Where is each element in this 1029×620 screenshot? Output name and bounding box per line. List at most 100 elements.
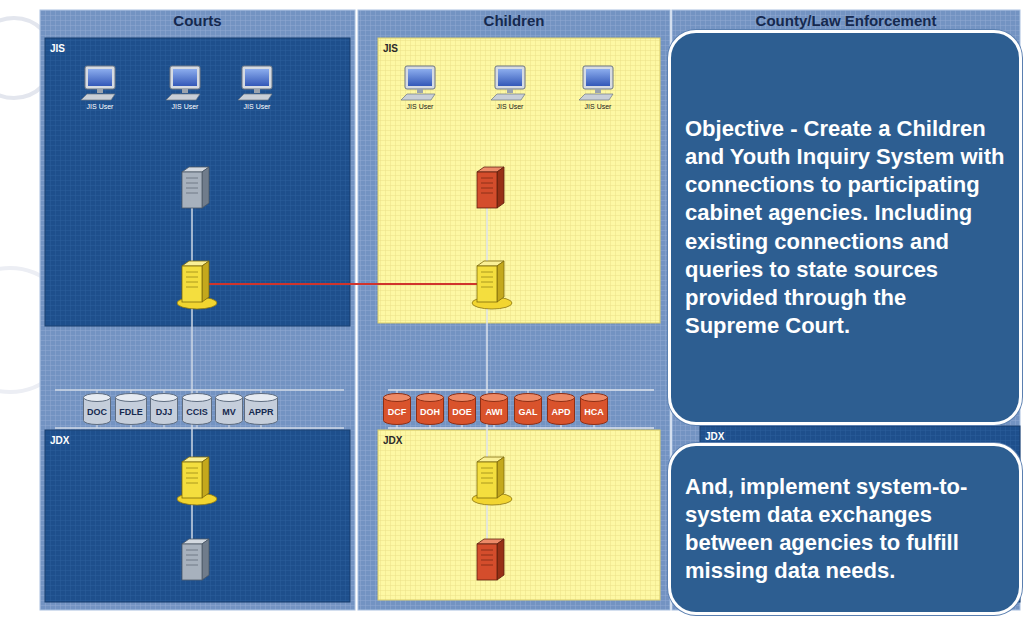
database-cylinder: DOH (416, 393, 444, 425)
server-front (477, 172, 497, 208)
user-label: JIS User (172, 103, 199, 111)
column-fill (358, 10, 670, 610)
cylinder-top (515, 394, 542, 402)
server-bay (481, 287, 493, 288)
server-bay (186, 473, 198, 474)
server-bay (481, 550, 493, 551)
cylinder-top (417, 394, 444, 402)
server-bay (481, 560, 493, 561)
database-label: DOC (87, 407, 107, 417)
computer-icon (166, 66, 200, 100)
server-front (477, 266, 497, 302)
database-label: CCIS (186, 407, 208, 417)
panel-fill (378, 430, 660, 600)
database-cylinder: GAL (514, 393, 542, 425)
server-bay (481, 468, 493, 469)
panel-label: JDX (50, 435, 69, 447)
server-bay (481, 282, 493, 283)
server-bay (186, 560, 198, 561)
user-label: JIS User (585, 103, 612, 111)
monitor-stand (254, 89, 260, 93)
user-label: JIS User (407, 103, 434, 111)
bus-line (55, 427, 344, 429)
server-bay (186, 282, 198, 283)
system-panel: JDX (45, 430, 350, 602)
callout-text: And, implement system-to-system data exc… (685, 473, 1005, 586)
cylinder-top (84, 394, 111, 402)
panel-label: JDX (705, 431, 724, 443)
monitor-frame (170, 66, 200, 89)
monitor-screen (245, 69, 269, 86)
server-side (202, 167, 209, 208)
cylinder-top (216, 394, 243, 402)
bus-line (388, 389, 654, 391)
panel-fill (45, 38, 350, 326)
server-icon (472, 261, 512, 309)
server-bay (481, 188, 493, 189)
server-front (182, 172, 202, 208)
database-cylinder: APD (547, 393, 575, 425)
monitor-screen (586, 69, 610, 86)
database-label: DCF (388, 407, 407, 417)
server-bay (186, 277, 198, 278)
keyboard (238, 94, 272, 100)
server-bay (481, 483, 493, 484)
keyboard (491, 94, 525, 100)
server-bay (481, 277, 493, 278)
database-label: DOH (420, 407, 440, 417)
server-side (497, 539, 504, 580)
server-bay (481, 478, 493, 479)
server-bay (186, 193, 198, 194)
column-heading: Courts (173, 12, 221, 29)
column-heading: County/Law Enforcement (756, 12, 937, 29)
cylinder-top (581, 394, 608, 402)
user-label: JIS User (87, 103, 114, 111)
bus-line (388, 427, 654, 429)
link-line (209, 283, 477, 285)
computer-icon (81, 66, 115, 100)
monitor-frame (405, 66, 435, 89)
cylinder-top (449, 394, 476, 402)
server-icon (177, 261, 217, 309)
database-cylinder: DOC (83, 393, 111, 425)
server-bay (481, 272, 493, 273)
server-bay (481, 193, 493, 194)
server-side (202, 261, 209, 302)
database-cylinder: HCA (580, 393, 608, 425)
server-front (182, 266, 202, 302)
server-icon (477, 539, 504, 580)
server-front (477, 544, 497, 580)
monitor-frame (495, 66, 525, 89)
monitor-screen (88, 69, 112, 86)
keyboard (579, 94, 613, 100)
column-band: ChildrenJISJIS UserJIS UserJIS UserDCFDO… (358, 10, 670, 610)
database-label: AWI (486, 407, 503, 417)
database-label: GAL (519, 407, 538, 417)
server-bay (186, 565, 198, 566)
database-label: DOE (452, 407, 472, 417)
database-cylinder: DCF (383, 393, 411, 425)
server-front (182, 462, 202, 498)
server-icon (477, 167, 504, 208)
cylinder-top (384, 394, 411, 402)
database-label: MV (222, 407, 236, 417)
database-cylinder: FDLE (115, 393, 147, 425)
server-icon (182, 539, 209, 580)
panel-label: JIS (50, 43, 65, 55)
server-bay (481, 565, 493, 566)
cylinder-top (151, 394, 178, 402)
server-icon (472, 457, 512, 505)
server-bay (481, 473, 493, 474)
callout-bubble: Objective - Create a Children and Youth … (668, 30, 1022, 425)
monitor-stand (595, 89, 601, 93)
panel-label: JDX (383, 435, 402, 447)
server-icon (177, 457, 217, 505)
server-bay (186, 178, 198, 179)
monitor-frame (583, 66, 613, 89)
database-label: DJJ (156, 407, 173, 417)
database-label: FDLE (119, 407, 143, 417)
server-bay (186, 550, 198, 551)
server-bay (481, 555, 493, 556)
database-cylinder: AWI (480, 393, 508, 425)
